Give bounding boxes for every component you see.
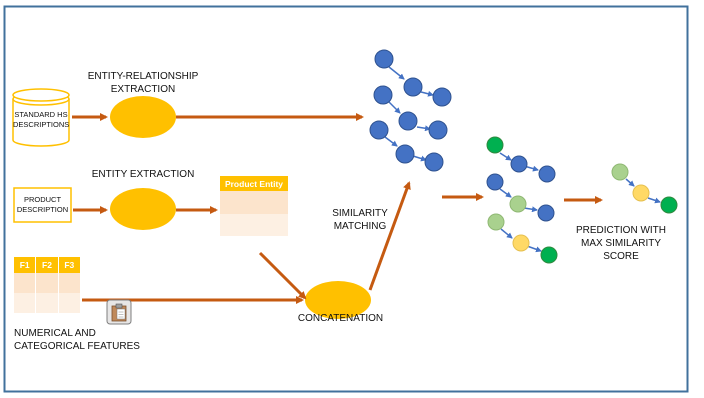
graph-node — [395, 144, 415, 164]
candidate-graphs — [486, 136, 558, 264]
table-row — [220, 214, 288, 236]
table-row — [220, 191, 288, 214]
arrow-table-to-concat — [258, 251, 307, 300]
feature-header-f1: F1 — [14, 257, 37, 273]
candidate-node — [512, 234, 530, 252]
similarity-matching-line: MATCHING — [333, 221, 387, 232]
prediction-node — [632, 184, 650, 202]
graph-node — [398, 111, 418, 131]
product-entity-table: Product Entity — [220, 176, 288, 236]
graph-node — [403, 77, 423, 97]
entity-extraction-label: ENTITY EXTRACTION — [91, 169, 195, 180]
table-cell — [35, 273, 59, 293]
product-description-label: PRODUCT DESCRIPTION — [14, 195, 71, 215]
er-extraction-ellipse — [110, 96, 176, 138]
graph-node — [428, 120, 448, 140]
numerical-categorical-line: CATEGORICAL FEATURES — [14, 341, 140, 352]
outer-frame — [3, 5, 689, 393]
product-description-line: PRODUCT — [23, 195, 62, 204]
entity-extraction-ellipse — [110, 188, 176, 230]
features-table: F1 F2 F3 — [14, 257, 80, 313]
feature-header-f3: F3 — [58, 257, 80, 273]
product-entity-header: Product Entity — [220, 176, 288, 191]
numerical-categorical-label: NUMERICAL AND CATEGORICAL FEATURES — [14, 327, 174, 353]
er-extraction-label: ENTITY-RELATIONSHIP EXTRACTION — [83, 70, 203, 96]
prediction-node — [611, 163, 629, 181]
graph-node — [432, 87, 452, 107]
concatenation-ellipse — [305, 281, 371, 319]
candidate-node — [509, 195, 527, 213]
candidate-node — [486, 136, 504, 154]
standard-hs-cylinder — [12, 88, 70, 147]
graph-node — [424, 152, 444, 172]
graph-node — [369, 120, 389, 140]
table-cell — [58, 293, 80, 313]
table-cell — [58, 273, 80, 293]
arrow-concat-to-matching — [368, 181, 411, 291]
graph-node — [373, 85, 393, 105]
prediction-line: SCORE — [603, 251, 639, 262]
standard-hs-line: DESCRIPTIONS — [13, 120, 70, 129]
prediction-node — [660, 196, 678, 214]
prediction-graph — [611, 163, 678, 214]
similarity-matching-line: SIMILARITY — [332, 208, 388, 219]
table-cell — [14, 273, 37, 293]
candidate-node — [486, 173, 504, 191]
er-extraction-line: EXTRACTION — [110, 84, 176, 95]
feature-header-f2: F2 — [35, 257, 59, 273]
product-description-line: DESCRIPTION — [16, 205, 69, 214]
numerical-categorical-line: NUMERICAL AND — [14, 328, 96, 339]
standard-hs-line: STANDARD HS — [14, 110, 68, 119]
clipboard-icon — [106, 299, 132, 325]
er-extraction-line: ENTITY-RELATIONSHIP — [87, 71, 199, 82]
prediction-line: MAX SIMILARITY — [580, 238, 661, 249]
prediction-label: PREDICTION WITH MAX SIMILARITY SCORE — [566, 224, 676, 263]
similarity-matching-label: SIMILARITY MATCHING — [325, 207, 395, 233]
product-description-box — [13, 187, 72, 223]
standard-hs-label: STANDARD HS DESCRIPTIONS — [13, 110, 69, 130]
candidate-node — [510, 155, 528, 173]
hs-graph — [369, 49, 452, 172]
candidate-node — [538, 165, 556, 183]
table-cell — [35, 293, 59, 313]
table-cell — [14, 293, 37, 313]
prediction-line: PREDICTION WITH — [576, 225, 666, 236]
concatenation-label: CONCATENATION — [297, 313, 384, 324]
candidate-node — [487, 213, 505, 231]
candidate-node — [540, 246, 558, 264]
graph-node — [374, 49, 394, 69]
candidate-node — [537, 204, 555, 222]
